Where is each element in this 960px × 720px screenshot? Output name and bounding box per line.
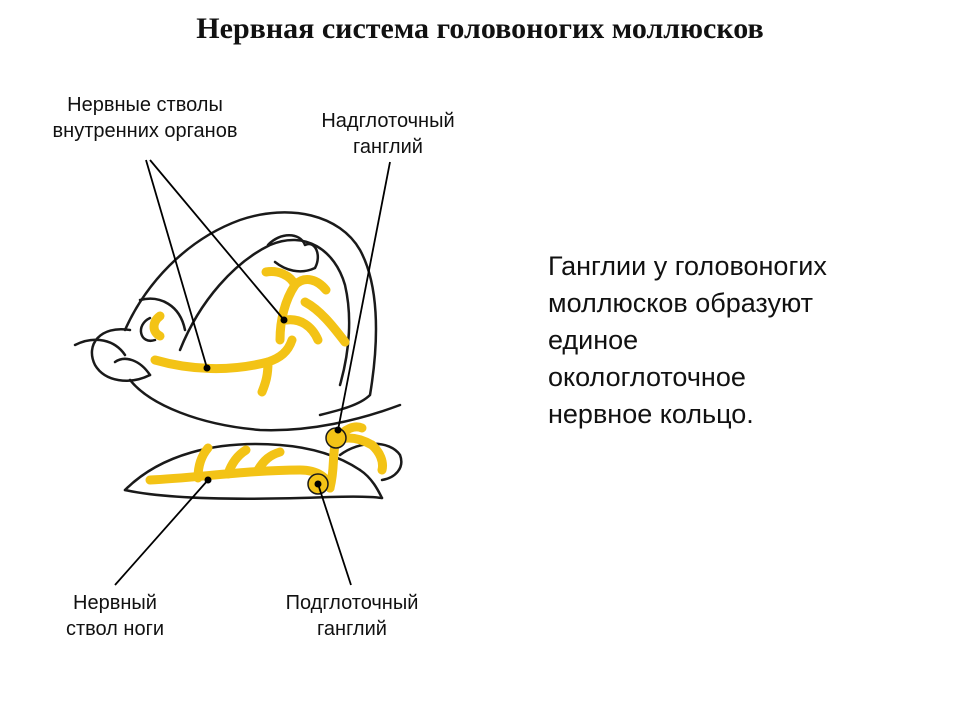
label-subesophageal-ganglion: Подглоточный ганглий (285, 592, 419, 640)
pointer-lines (114, 159, 391, 586)
body-outline (73, 211, 403, 500)
description-text: Ганглии у головоногих моллюсков образуют… (548, 251, 827, 429)
pointer-dots (203, 316, 342, 488)
label-supraesophageal-ganglion: Надглоточный ганглий (321, 110, 455, 158)
label-pedal-nerve: Нервный ствол ноги (65, 592, 165, 640)
label-visceral-nerves: Нервные стволы внутренних органов (52, 94, 238, 142)
page-title: Нервная система головоногих моллюсков (196, 12, 764, 45)
